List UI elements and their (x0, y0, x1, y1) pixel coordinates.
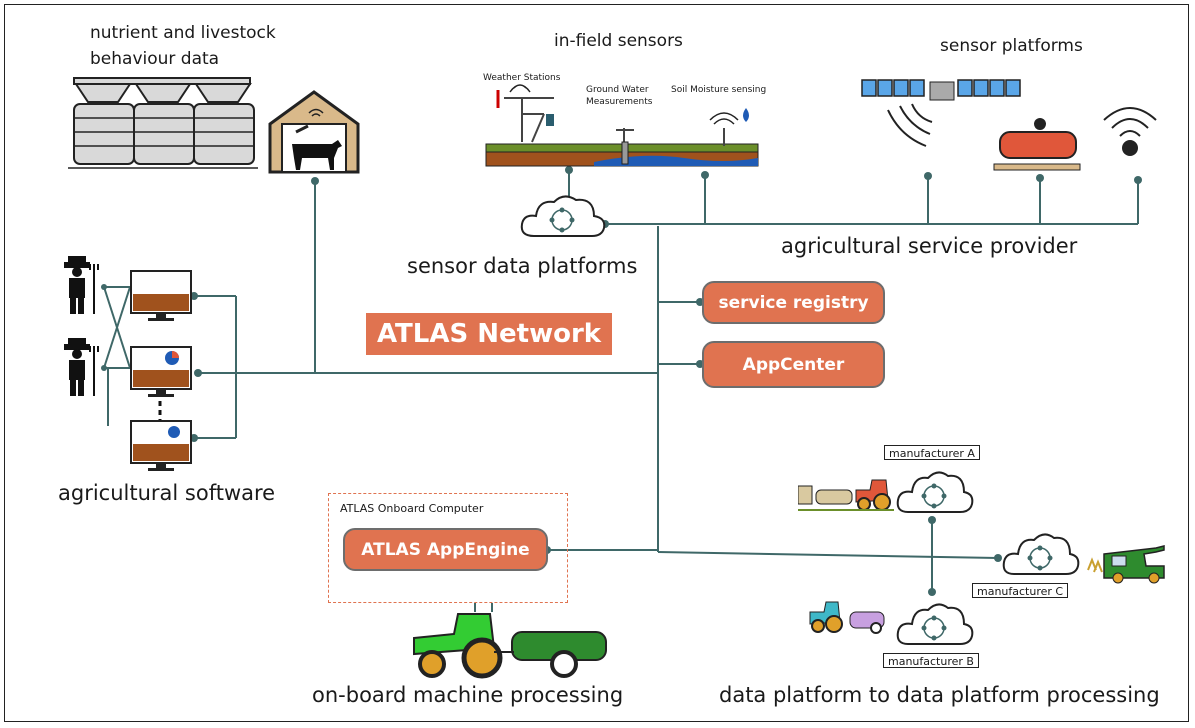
sensor-platforms-icon (861, 79, 1157, 171)
cloud-icon (1002, 533, 1080, 575)
onboard-label: ATLAS Onboard Computer (340, 502, 484, 515)
onboard-computer-box (328, 493, 568, 603)
agri-software-label: agricultural software (58, 481, 276, 505)
tractor-icon (413, 613, 607, 679)
onboard-machine-label: on-board machine processing (312, 683, 624, 707)
tractor-trailer-icon (809, 601, 885, 634)
infield-label: in-field sensors (554, 31, 683, 51)
sensor-data-platforms-label: sensor data platforms (407, 254, 638, 278)
monitor-icon (130, 346, 192, 397)
appcenter-button[interactable]: AppCenter (702, 341, 885, 388)
soil-label: Soil Moisture sensing (671, 85, 767, 95)
monitor-icon (130, 270, 192, 321)
tractor-sprayer-icon (798, 479, 894, 511)
weather-label: Weather Stations (483, 73, 561, 83)
silo-icon (68, 77, 258, 169)
appengine-button[interactable]: ATLAS AppEngine (343, 528, 548, 571)
manufacturer-c-label: manufacturer C (972, 583, 1069, 598)
cloud-icon (896, 471, 974, 513)
manufacturer-b-label: manufacturer B (883, 653, 979, 668)
dp2dp-label: data platform to data platform processin… (719, 683, 1160, 707)
service-registry-button[interactable]: service registry (702, 281, 885, 324)
agri-service-provider-label: agricultural service provider (781, 234, 1078, 258)
infield-sensors-icon (485, 84, 759, 167)
atlas-network-title: ATLAS Network (366, 313, 612, 355)
groundwater-label: Ground Water Measurements (586, 85, 653, 107)
cloud-icon (520, 195, 606, 237)
farmer-icon (64, 338, 99, 396)
barn-cow-icon (268, 90, 360, 174)
combine-harvester-icon (1087, 545, 1165, 584)
diagram-frame (4, 4, 1189, 722)
monitor-icon (130, 420, 192, 471)
cloud-icon (896, 603, 974, 645)
sensor-platforms-label: sensor platforms (940, 36, 1083, 56)
nutrient-label: nutrient and livestock behaviour data (90, 23, 276, 69)
manufacturer-a-label: manufacturer A (884, 445, 980, 460)
farmer-icon (64, 256, 99, 314)
